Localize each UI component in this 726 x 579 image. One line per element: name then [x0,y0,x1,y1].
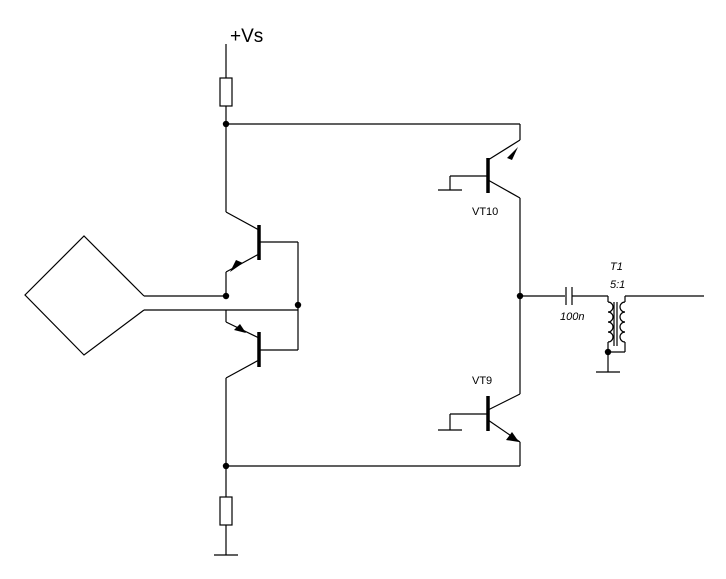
supply-label: +Vs [230,26,263,47]
primary-coil [607,301,614,343]
bottom-resistor [219,496,233,526]
vt9-transistor [438,296,521,466]
lower-emitter-arrow [234,324,246,333]
vt10-label: VT10 [472,206,498,218]
capacitor-label: 100n [560,311,584,323]
diamond-source [24,235,302,356]
lower-input-transistor [225,310,298,466]
vt9-emitter-arrow [506,432,519,442]
supply-rail [219,44,520,128]
vt10-transistor [438,124,521,296]
transformer-ratio-label: 5:1 [610,279,625,291]
top-resistor [219,77,233,107]
transformer-t1 [596,295,704,373]
vt9-label: VT9 [472,375,492,387]
output-capacitor [516,287,608,305]
vt10-emitter-arrow [507,147,518,160]
transformer-name-label: T1 [610,261,623,273]
upper-emitter-arrow [230,260,243,272]
upper-input-transistor [225,124,299,350]
ground-rail [214,462,520,556]
secondary-coil [619,301,626,343]
